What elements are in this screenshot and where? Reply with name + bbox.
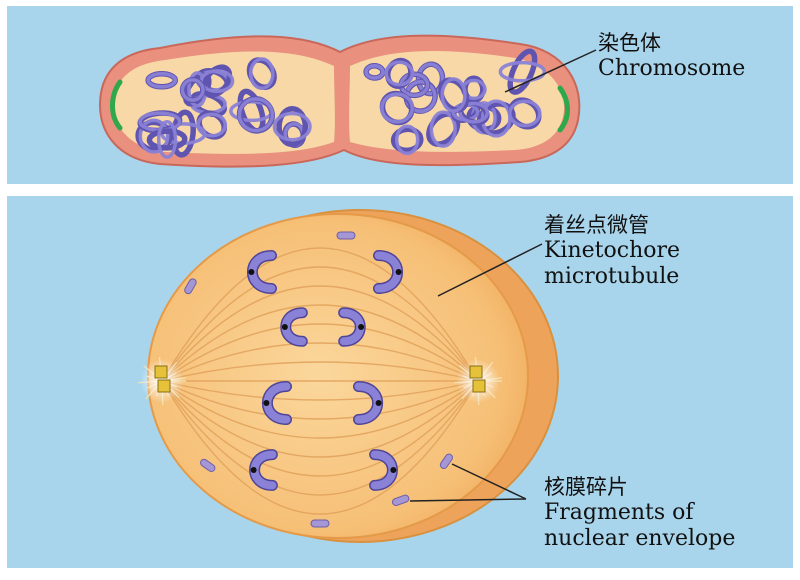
spindle-fiber (161, 323, 479, 382)
envelope-fragment (336, 231, 356, 240)
chromosome-loop (248, 57, 275, 90)
centriole-left (154, 365, 171, 393)
kinetochore-label-en-2: microtubule (544, 264, 680, 289)
spindle-fiber (161, 380, 479, 458)
mitotic-cell (138, 209, 559, 543)
polar-cap (557, 85, 570, 133)
fragment-leader-line (451, 463, 527, 500)
spindle-fiber (161, 342, 479, 382)
chromosome-loop (394, 124, 420, 156)
kinetochore-label-zh: 着丝点微管 (544, 213, 649, 237)
envelope-fragment (200, 458, 216, 472)
spindle-fiber (161, 247, 479, 382)
polar-cap (110, 79, 123, 131)
fragments-label-zh: 核膜碎片 (544, 475, 628, 499)
chromosome-tangle (363, 48, 547, 156)
kinetochore-label-en-1: Kinetochore (544, 238, 681, 263)
spindle-fiber (161, 380, 479, 496)
spindle-fiber (161, 285, 479, 382)
chromosome-loop (380, 92, 415, 124)
chromosome-loop (390, 126, 424, 154)
centriole-right (469, 365, 486, 393)
fragment-leader-line (409, 498, 527, 502)
chromosome-loop (507, 48, 538, 95)
kinetochore-dot (358, 324, 365, 330)
chromosome-loop (364, 64, 385, 80)
chromosome-loop (138, 118, 170, 154)
nuclear-envelope-fragments (184, 231, 453, 528)
envelope-fragment (391, 494, 410, 507)
kinetochore-dot (281, 324, 288, 330)
kinetochore-dot (250, 467, 257, 473)
fragments-label-en-1: Fragments of (544, 500, 694, 525)
envelope-fragment (310, 519, 330, 528)
chromosome-leader-line (504, 49, 597, 93)
spindle-fiber (161, 380, 479, 401)
fragments-label-en-2: nuclear envelope (544, 526, 736, 551)
chromosome-loop (429, 110, 457, 148)
chromosome-label-en: Chromosome (598, 56, 746, 81)
spindle-fiber (161, 380, 479, 420)
kinetochore-microtubule-label: 着丝点微管 Kinetochore microtubule (544, 212, 680, 290)
chromosome-loop (237, 97, 275, 133)
spindle-fiber (161, 304, 479, 382)
spindle-fiber (161, 361, 479, 382)
chromosome-loop (498, 60, 547, 83)
chromosome-loop (440, 77, 467, 113)
chromosome-tangle (135, 57, 312, 159)
chromosome-loop (416, 62, 445, 96)
dividing-bacterium (98, 34, 597, 168)
chromosome-loop (156, 120, 178, 159)
kinetochore-dot (248, 269, 255, 275)
spindle-fiber (161, 380, 479, 439)
kinetochore-leader-line (437, 243, 543, 297)
chromosome-loop (135, 119, 173, 153)
nuclear-envelope-fragments-label: 核膜碎片 Fragments of nuclear envelope (544, 474, 735, 552)
envelope-fragment (439, 453, 453, 469)
kinetochore-dot (263, 400, 270, 406)
kinetochore-dot (395, 269, 402, 275)
chromosome-loop (146, 128, 188, 151)
chromosome-loop (201, 64, 233, 98)
chromosome-loop (146, 72, 178, 89)
chromosome-loop (384, 60, 415, 87)
chromosome-label-zh: 染色体 (598, 31, 661, 55)
chromosome-loop (276, 106, 309, 148)
spindle-fiber (161, 380, 479, 477)
kinetochore-dot (390, 467, 397, 473)
chromosome-label: 染色体 Chromosome (598, 30, 745, 82)
spindle-fiber (161, 266, 479, 382)
envelope-fragment (184, 278, 197, 295)
chromosome-loop (272, 111, 312, 142)
chromosome-loop (508, 99, 542, 128)
spindle-fiber (161, 380, 479, 515)
chromosome-loop (458, 101, 490, 124)
chromatids (246, 250, 404, 491)
kinetochore-dot (375, 400, 382, 406)
chromosome-loop (180, 78, 205, 102)
